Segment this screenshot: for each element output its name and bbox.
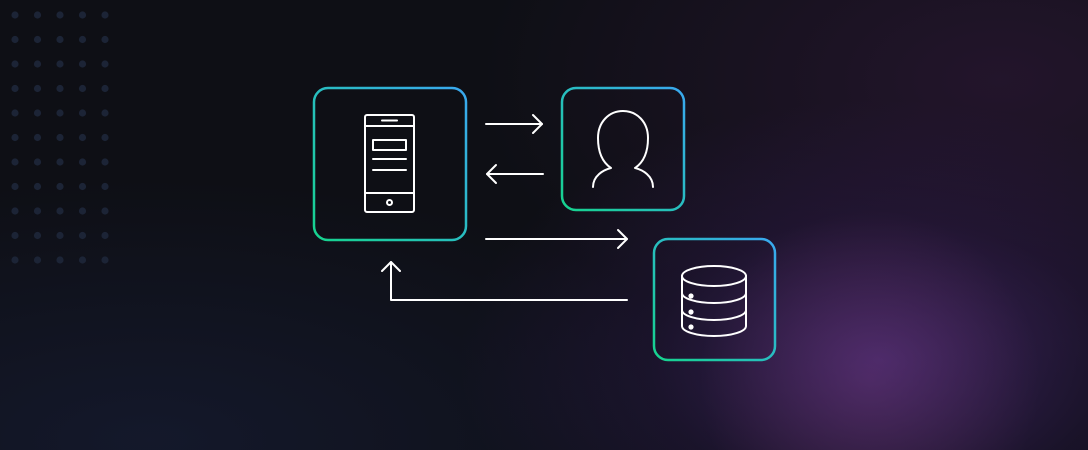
grid-dot: [78, 60, 87, 68]
grid-dot: [101, 256, 109, 264]
grid-dot: [101, 60, 109, 68]
grid-dot: [11, 35, 19, 44]
grid-dot: [101, 231, 109, 240]
node-mobile-frame: [312, 86, 468, 242]
grid-dot: [56, 231, 64, 240]
grid-dot: [78, 231, 87, 240]
grid-dot: [101, 133, 109, 142]
grid-dot: [101, 182, 109, 191]
grid-dot: [56, 109, 64, 117]
grid-dot: [78, 109, 87, 117]
grid-dot: [33, 11, 42, 19]
node-mobile: [312, 86, 468, 242]
grid-dot: [56, 182, 64, 191]
grid-dot: [78, 182, 87, 191]
grid-dot: [11, 84, 19, 93]
grid-dot: [56, 158, 64, 166]
grid-dot: [33, 207, 42, 215]
grid-dot: [56, 207, 64, 215]
node-database: [652, 237, 777, 362]
grid-dot: [78, 133, 87, 142]
arrow-mobile-to-user: [485, 114, 543, 134]
grid-dot: [101, 109, 109, 117]
grid-dot: [56, 11, 64, 19]
grid-dot: [33, 133, 42, 142]
grid-dot: [56, 35, 64, 44]
grid-dot: [56, 256, 64, 264]
grid-dot: [101, 84, 109, 93]
grid-dot: [11, 60, 19, 68]
grid-dot: [11, 133, 19, 142]
grid-dot: [33, 35, 42, 44]
grid-dot: [56, 133, 64, 142]
grid-dot: [78, 35, 87, 44]
grid-dot: [33, 84, 42, 93]
grid-dot: [101, 207, 109, 215]
grid-dot: [11, 158, 19, 166]
grid-dot: [78, 207, 87, 215]
grid-dot: [78, 256, 87, 264]
database-icon: [681, 265, 747, 337]
arrow-user-to-mobile: [486, 164, 544, 184]
grid-dot: [11, 182, 19, 191]
grid-dot: [11, 256, 19, 264]
node-user: [560, 86, 686, 212]
dot-grid-decoration: [11, 11, 109, 264]
grid-dot: [56, 84, 64, 93]
grid-dot: [78, 84, 87, 93]
grid-dot: [33, 109, 42, 117]
grid-dot: [56, 60, 64, 68]
grid-dot: [33, 158, 42, 166]
grid-dot: [33, 256, 42, 264]
mobile-device-icon: [364, 114, 415, 213]
grid-dot: [11, 231, 19, 240]
grid-dot: [11, 207, 19, 215]
grid-dot: [78, 158, 87, 166]
grid-dot: [101, 11, 109, 19]
node-database-frame: [652, 237, 777, 362]
grid-dot: [11, 11, 19, 19]
node-user-frame: [560, 86, 686, 212]
grid-dot: [33, 231, 42, 240]
arrow-mobile-to-database: [485, 229, 628, 249]
grid-dot: [11, 109, 19, 117]
grid-dot: [101, 35, 109, 44]
user-icon: [592, 110, 654, 188]
grid-dot: [33, 182, 42, 191]
grid-dot: [101, 158, 109, 166]
arrow-database-to-mobile: [381, 261, 628, 301]
grid-dot: [78, 11, 87, 19]
grid-dot: [33, 60, 42, 68]
